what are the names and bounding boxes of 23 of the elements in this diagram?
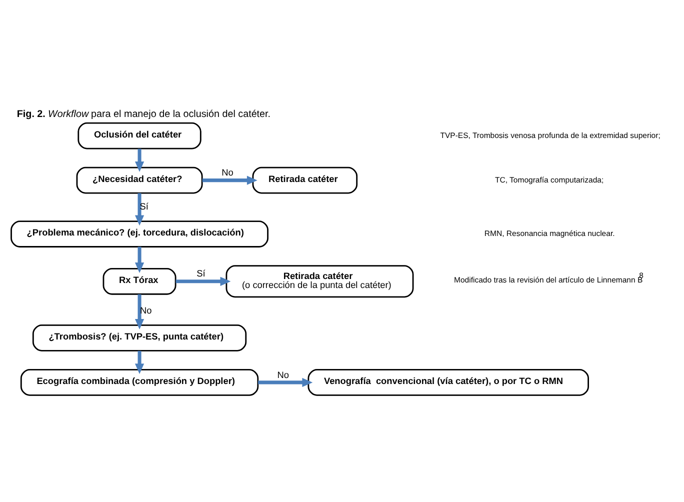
node-box: Rx Tórax — [102, 268, 176, 295]
node-box: Ecografía combinada (compresión y Doppler) — [20, 369, 259, 396]
node-box: Retirada catéter — [252, 166, 358, 194]
arrow — [202, 176, 258, 185]
node-box: Retirada catéter (o corrección de la punta del catéter) — [226, 265, 414, 298]
edge-label: Sí — [196, 268, 206, 279]
node-box: ¿Trombosis? (ej. TVP-ES, punta catéter) — [32, 324, 247, 352]
arrow — [134, 148, 144, 172]
arrow — [134, 246, 144, 273]
edge-label: No — [222, 168, 234, 178]
node-box: ¿Necesidad catéter? — [76, 166, 203, 194]
caption: Fig. 2. Workflow para el manejo de la oclusión del catéter. — [16, 108, 271, 120]
arrow — [134, 350, 144, 374]
label: TC, Tomografía computarizada; — [495, 175, 604, 184]
label: TVP-ES, Trombosis venosa profunda de la extremidad superior; — [440, 130, 660, 140]
arrow — [134, 294, 144, 330]
node-box: Oclusión del catéter — [78, 122, 202, 150]
node-box: Venografía convencional (vía catéter), o por TC o RMN — [308, 369, 589, 396]
arrow — [258, 378, 313, 387]
arrow — [176, 276, 231, 286]
node-box: ¿Problema mecánico? (ej. torcedura, dislocación) — [10, 220, 268, 248]
label: RMN, Resonancia magnética nuclear. — [484, 229, 615, 238]
edge-label: No — [277, 370, 290, 380]
